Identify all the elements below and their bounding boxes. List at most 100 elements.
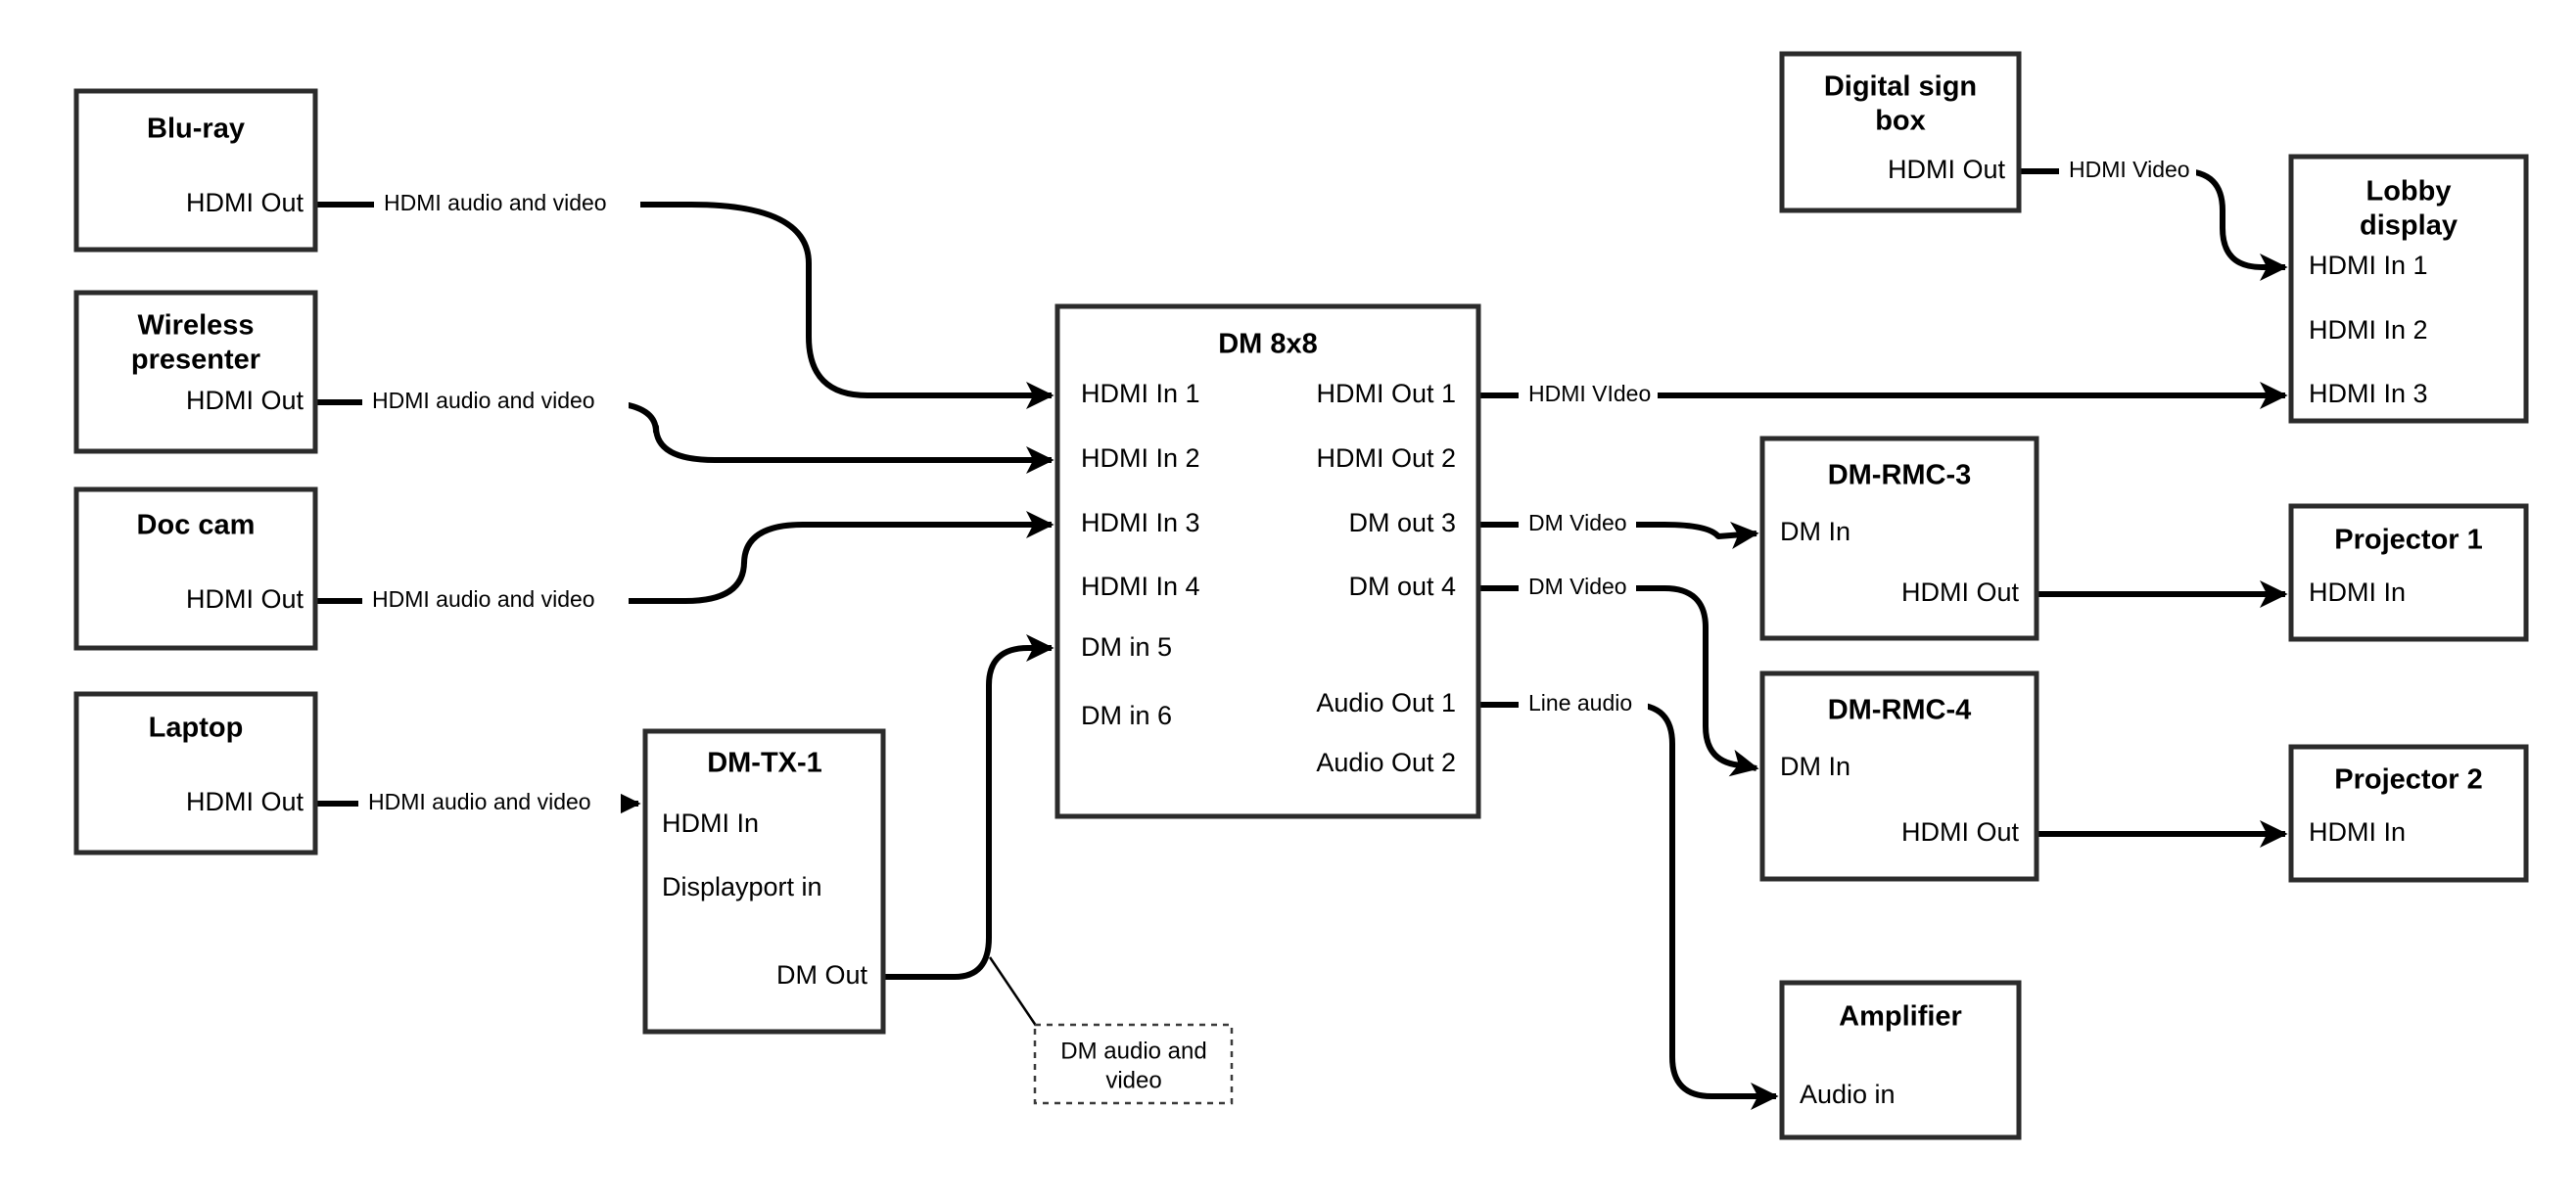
projector1-title: Projector 1: [2334, 525, 2483, 556]
dm8x8-output-audio-out-1: Audio Out 1: [1316, 688, 1456, 717]
dmrmc3-port-hdmi-out: HDMI Out: [1901, 577, 2020, 607]
box-bluray[interactable]: Blu-ray HDMI Out: [73, 88, 318, 253]
dmrmc4-port-dm-in: DM In: [1780, 752, 1850, 781]
digitalsign-port-hdmi-out: HDMI Out: [1888, 155, 2006, 184]
wire-label-hdmi-video-out1: HDMI VIdeo: [1528, 381, 1651, 406]
wire-label-bg: [358, 787, 621, 820]
wire-label-bg: [1519, 688, 1648, 721]
wire-label-laptop: HDMI audio and video: [368, 789, 591, 814]
laptop-box-outline: [73, 691, 318, 855]
digitalsign-box-outline: [1779, 51, 2022, 213]
box-dm-8x8[interactable]: DM 8x8 HDMI In 1 HDMI In 2 HDMI In 3 HDM…: [1054, 303, 1481, 819]
dm8x8-box-outline: [1054, 303, 1481, 819]
box-dm-rmc-4[interactable]: DM-RMC-4 DM In HDMI Out: [1759, 670, 2039, 882]
wire-label-wireless: HDMI audio and video: [372, 388, 595, 413]
box-laptop[interactable]: Laptop HDMI Out: [73, 691, 318, 855]
projector2-title: Projector 2: [2334, 764, 2483, 796]
box-lobby-display[interactable]: Lobby display HDMI In 1 HDMI In 2 HDMI I…: [2288, 154, 2529, 424]
wire-label-doccam: HDMI audio and video: [372, 586, 595, 612]
lobby-port-hdmi-in-3: HDMI In 3: [2309, 379, 2428, 408]
projector2-box-outline: [2288, 744, 2529, 883]
dmtx1-title: DM-TX-1: [707, 748, 822, 779]
wire-label-bg: [1519, 508, 1636, 541]
box-wireless-presenter[interactable]: Wireless presenter HDMI Out: [73, 290, 318, 454]
dmrmc3-box-outline: [1759, 436, 2039, 641]
dm8x8-output-hdmi-out-1: HDMI Out 1: [1316, 379, 1456, 408]
wire-dm8x8-out4-to-rmc4: [1478, 585, 1759, 777]
wire-label-hdmi-video-sign: HDMI Video: [2069, 157, 2190, 182]
wire-label-line-audio: Line audio: [1528, 690, 1632, 716]
wire-dm8x8-audio1-to-amplifier: [1478, 702, 1779, 1111]
wire-dm8x8-out3-to-rmc3: [1478, 521, 1759, 549]
box-doc-cam[interactable]: Doc cam HDMI Out: [73, 486, 318, 651]
laptop-title: Laptop: [149, 713, 244, 744]
projector1-port-hdmi-in: HDMI In: [2309, 577, 2406, 607]
dmtx1-port-dm-out: DM Out: [776, 960, 868, 990]
dm8x8-title: DM 8x8: [1218, 329, 1318, 360]
note-line1: DM audio and: [1060, 1038, 1206, 1064]
wireless-title-line1: Wireless: [137, 310, 254, 342]
dmtx1-port-displayport-in: Displayport in: [662, 872, 822, 901]
wire-label-bluray: HDMI audio and video: [384, 190, 607, 215]
doccam-port-hdmi-out: HDMI Out: [186, 584, 304, 614]
digitalsign-title-line1: Digital sign: [1824, 71, 1977, 103]
digitalsign-title-line2: box: [1875, 106, 1926, 137]
dmtx1-port-hdmi-in: HDMI In: [662, 808, 759, 838]
box-projector-1[interactable]: Projector 1 HDMI In: [2288, 503, 2529, 642]
dm8x8-output-hdmi-out-2: HDMI Out 2: [1316, 443, 1456, 473]
doccam-title: Doc cam: [137, 510, 256, 541]
box-digital-sign-box[interactable]: Digital sign box HDMI Out: [1779, 51, 2022, 213]
note-dm-audio-and-video: DM audio and video: [1033, 1023, 1234, 1105]
dmrmc4-title: DM-RMC-4: [1828, 695, 1972, 726]
lobby-box-outline: [2288, 154, 2529, 424]
dm8x8-output-dm-out-4: DM out 4: [1348, 572, 1456, 601]
box-amplifier[interactable]: Amplifier Audio in: [1779, 980, 2022, 1140]
dmtx1-box-outline: [642, 728, 886, 1035]
bluray-title: Blu-ray: [147, 114, 245, 145]
laptop-port-hdmi-out: HDMI Out: [186, 787, 304, 816]
wire-label-bg: [2059, 155, 2196, 188]
wire-label-dm-video-4: DM Video: [1528, 574, 1627, 599]
dm8x8-input-hdmi-in-4: HDMI In 4: [1081, 572, 1200, 601]
dm8x8-input-dm-in-6: DM in 6: [1081, 701, 1172, 730]
amplifier-box-outline: [1779, 980, 2022, 1140]
wire-label-bg: [362, 386, 629, 419]
dm8x8-input-hdmi-in-1: HDMI In 1: [1081, 379, 1200, 408]
dmrmc3-port-dm-in: DM In: [1780, 517, 1850, 546]
amplifier-port-audio-in: Audio in: [1800, 1080, 1896, 1109]
projector2-port-hdmi-in: HDMI In: [2309, 817, 2406, 847]
box-projector-2[interactable]: Projector 2 HDMI In: [2288, 744, 2529, 883]
wire-bluray-to-dm8x8-in1: [315, 202, 1054, 410]
dm8x8-output-dm-out-3: DM out 3: [1348, 508, 1456, 537]
projector1-box-outline: [2288, 503, 2529, 642]
wireless-title-line2: presenter: [131, 345, 260, 376]
note-line2: video: [1105, 1067, 1161, 1093]
wire-label-bg: [374, 188, 640, 221]
box-dm-tx-1[interactable]: DM-TX-1 HDMI In Displayport in DM Out: [642, 728, 886, 1035]
lobby-port-hdmi-in-2: HDMI In 2: [2309, 315, 2428, 345]
dm8x8-input-hdmi-in-3: HDMI In 3: [1081, 508, 1200, 537]
wire-label-dm-video-3: DM Video: [1528, 510, 1627, 535]
bluray-port-hdmi-out: HDMI Out: [186, 188, 304, 217]
lobby-title-line1: Lobby: [2366, 176, 2452, 208]
wire-dmtx1-to-dm8x8-in5: [883, 633, 1054, 980]
dm8x8-input-hdmi-in-2: HDMI In 2: [1081, 443, 1200, 473]
wire-label-bg: [362, 584, 629, 618]
lobby-port-hdmi-in-1: HDMI In 1: [2309, 251, 2428, 280]
doccam-box-outline: [73, 486, 318, 651]
note-outline: [1033, 1023, 1234, 1105]
dm8x8-input-dm-in-5: DM in 5: [1081, 632, 1172, 662]
amplifier-title: Amplifier: [1839, 1001, 1962, 1033]
dm8x8-output-audio-out-2: Audio Out 2: [1316, 748, 1456, 777]
wireless-box-outline: [73, 290, 318, 454]
dmrmc3-title: DM-RMC-3: [1828, 460, 1972, 491]
lobby-title-line2: display: [2360, 210, 2458, 242]
dmrmc4-box-outline: [1759, 670, 2039, 882]
dmrmc4-port-hdmi-out: HDMI Out: [1901, 817, 2020, 847]
bluray-box-outline: [73, 88, 318, 253]
wire-digitalsign-to-lobby-in1: [2019, 168, 2288, 282]
box-dm-rmc-3[interactable]: DM-RMC-3 DM In HDMI Out: [1759, 436, 2039, 641]
wire-doccam-to-dm8x8-in3: [315, 510, 1054, 604]
